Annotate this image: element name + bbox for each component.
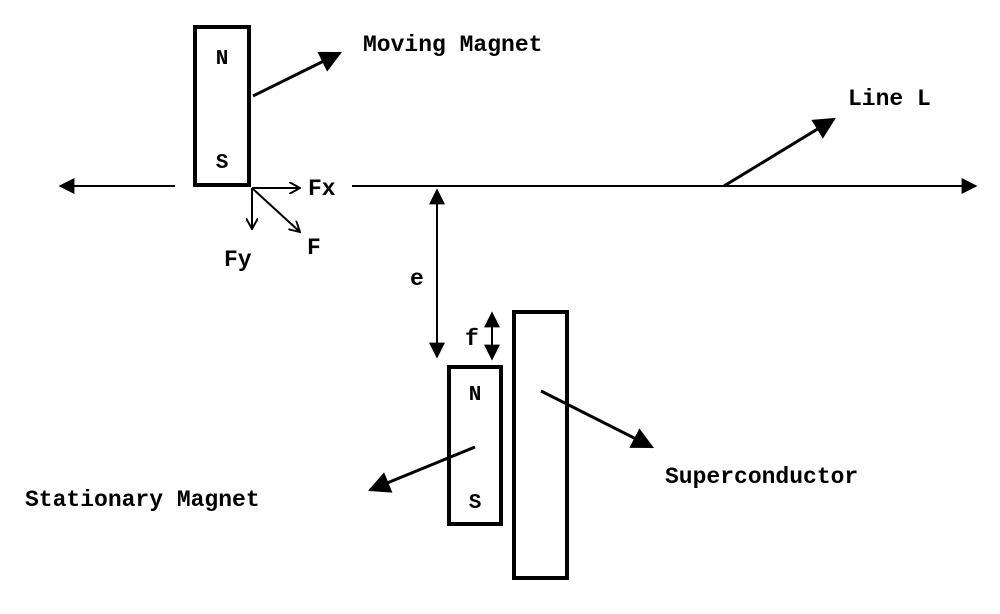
stationary-magnet-south: S bbox=[469, 492, 482, 515]
stationary-magnet-label: Stationary Magnet bbox=[25, 487, 260, 513]
moving-magnet-south: S bbox=[216, 152, 229, 175]
moving-magnet-pointer-arrow bbox=[252, 51, 342, 98]
moving-magnet bbox=[193, 25, 251, 187]
superconductor-pointer-arrow bbox=[540, 389, 654, 449]
moving-magnet-north: N bbox=[216, 48, 229, 71]
line-l-label: Line L bbox=[848, 86, 931, 112]
fx-label: Fx bbox=[308, 176, 336, 202]
fy-label: Fy bbox=[224, 247, 252, 273]
superconductor bbox=[512, 310, 569, 580]
stationary-magnet-north: N bbox=[469, 384, 482, 407]
e-label: e bbox=[410, 266, 424, 292]
stationary-magnet-pointer-arrow bbox=[367, 445, 476, 493]
stationary-magnet bbox=[447, 365, 503, 526]
line-l-pointer-arrow bbox=[723, 117, 836, 188]
f-gap-label: f bbox=[465, 326, 479, 352]
f-label: F bbox=[307, 235, 321, 261]
f-arrow bbox=[251, 187, 300, 232]
superconductor-label: Superconductor bbox=[665, 464, 858, 490]
moving-magnet-label: Moving Magnet bbox=[363, 32, 542, 58]
